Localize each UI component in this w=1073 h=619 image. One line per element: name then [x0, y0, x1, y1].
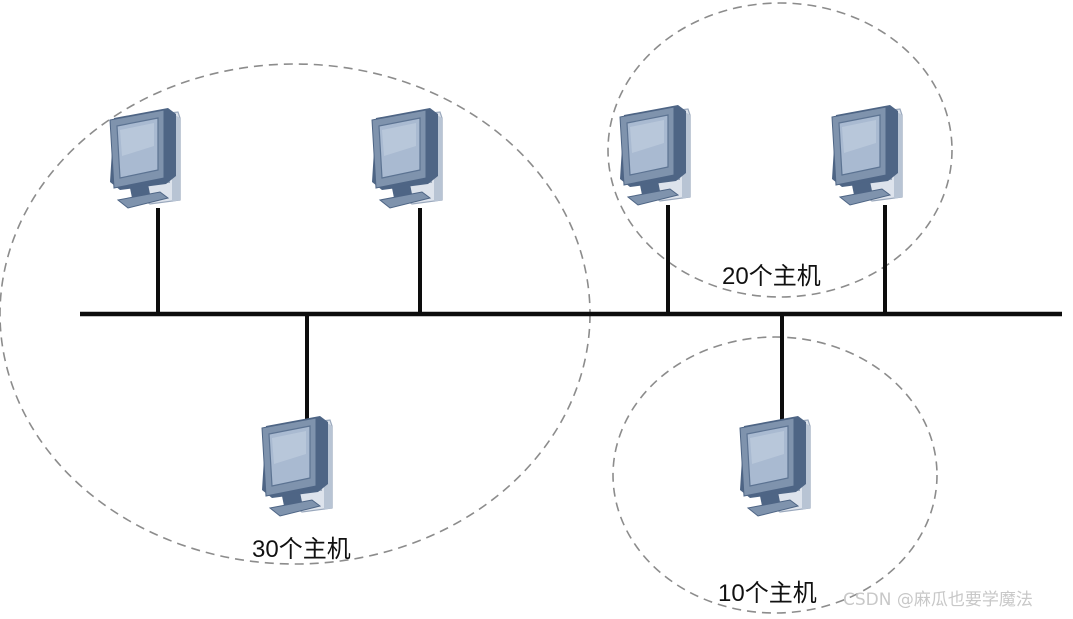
desktop-computer-icon [620, 105, 690, 205]
group-label-30: 30个主机 [252, 529, 351, 564]
desktop-computer-icon [832, 105, 902, 205]
group-label-10: 10个主机 [718, 573, 817, 608]
desktop-computer-icon [740, 416, 810, 516]
desktop-computer-icon [372, 108, 442, 208]
desktop-computer-icon [262, 416, 332, 516]
watermark: CSDN @麻瓜也要学魔法 [843, 585, 1033, 610]
desktop-computer-icon [110, 108, 180, 208]
group-label-20: 20个主机 [722, 256, 821, 291]
